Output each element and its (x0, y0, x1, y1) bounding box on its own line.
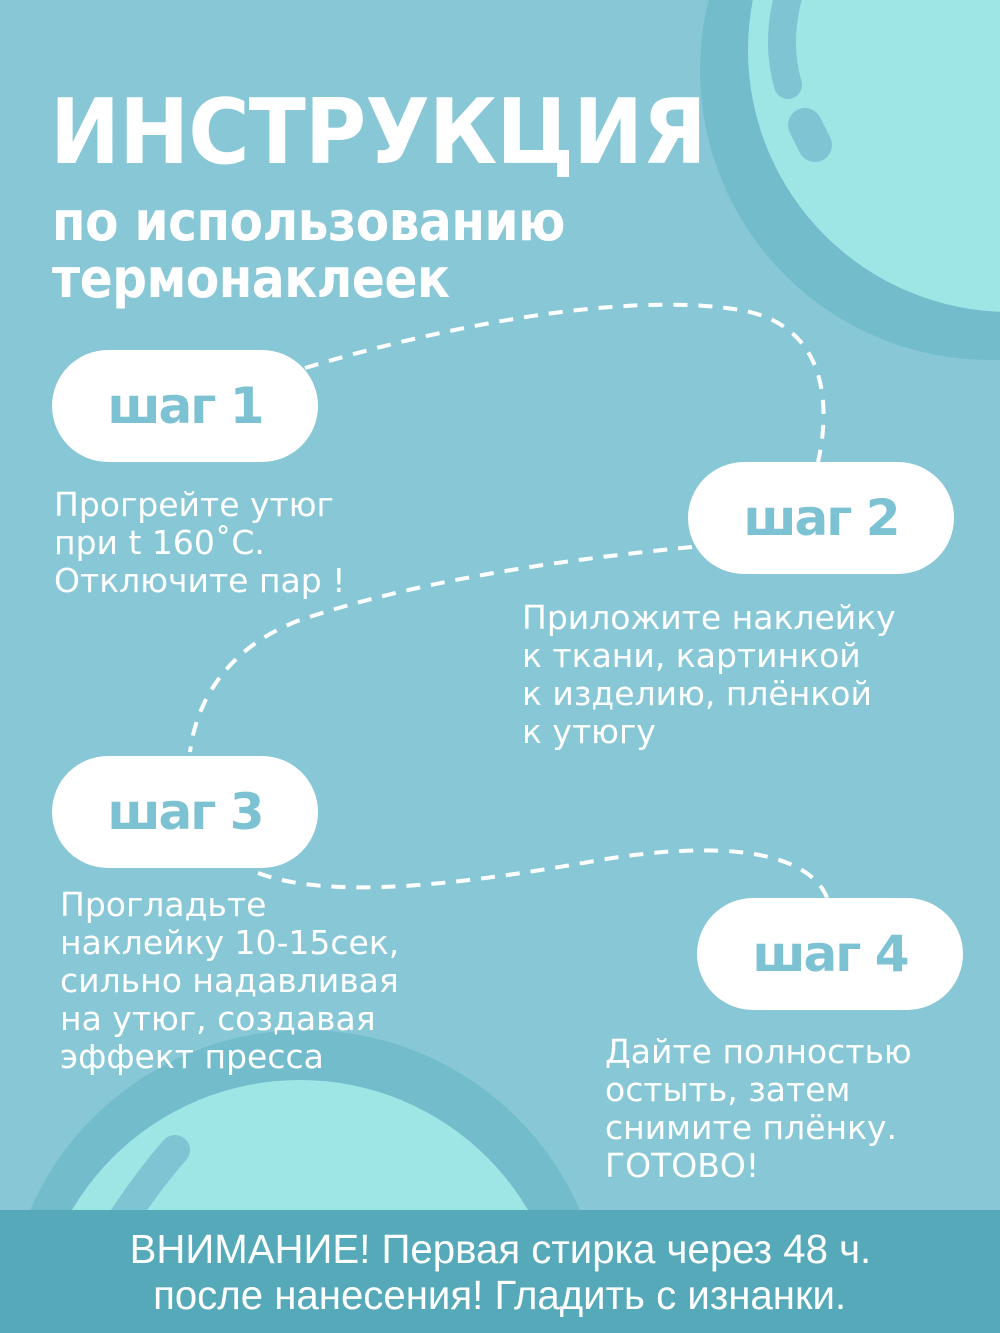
step-2-line: Приложите наклейку (522, 598, 896, 637)
step-3-badge: шаг 3 (52, 756, 318, 868)
step-3-line: сильно надавливая (60, 961, 399, 1000)
subtitle-line-2: термонаклеек (52, 247, 450, 310)
step-3-label: шаг 3 (107, 783, 264, 841)
step-1-line: Прогрейте утюг (54, 485, 334, 524)
warning-line-2: после нанесения! Гладить с изнанки. (153, 1271, 847, 1318)
step-4-badge: шаг 4 (697, 898, 963, 1010)
dashed-connector-icon (188, 302, 830, 901)
step-2-description: Приложите наклейку к ткани, картинкой к … (522, 599, 896, 751)
step-4-description: Дайте полностью остыть, затем снимите пл… (605, 1033, 912, 1185)
page-subtitle: по использованию термонаклеек (52, 193, 565, 307)
step-2-line: к утюгу (522, 712, 656, 751)
warning-banner: ВНИМАНИЕ! Первая стирка через 48 ч. посл… (0, 1210, 1000, 1333)
step-3-line: наклейку 10-15сек, (60, 923, 400, 962)
step-1-line: Отключите пар ! (54, 561, 346, 600)
step-4-line: остыть, затем (605, 1070, 851, 1109)
step-4-label: шаг 4 (752, 925, 909, 983)
page-title: ИНСТРУКЦИЯ (50, 80, 707, 185)
step-1-description: Прогрейте утюг при t 160˚С. Отключите па… (54, 486, 345, 600)
step-3-line: на утюг, создавая (60, 999, 376, 1038)
step-2-line: к ткани, картинкой (522, 636, 861, 675)
step-4-line: Дайте полностью (605, 1032, 912, 1071)
step-1-label: шаг 1 (107, 377, 264, 435)
bubble-top-right-icon (700, 0, 1000, 360)
step-1-line: при t 160˚С. (54, 523, 265, 562)
step-2-label: шаг 2 (743, 489, 900, 547)
step-4-line: ГОТОВО! (605, 1146, 760, 1185)
step-3-description: Прогладьте наклейку 10-15сек, сильно над… (60, 886, 399, 1076)
step-2-badge: шаг 2 (688, 462, 954, 574)
subtitle-line-1: по использованию (52, 190, 565, 253)
warning-line-1: ВНИМАНИЕ! Первая стирка через 48 ч. (129, 1225, 871, 1272)
step-2-line: к изделию, плёнкой (522, 674, 872, 713)
step-3-line: эффект пресса (60, 1037, 324, 1076)
step-1-badge: шаг 1 (52, 350, 318, 462)
step-3-line: Прогладьте (60, 885, 267, 924)
step-4-line: снимите плёнку. (605, 1108, 898, 1147)
